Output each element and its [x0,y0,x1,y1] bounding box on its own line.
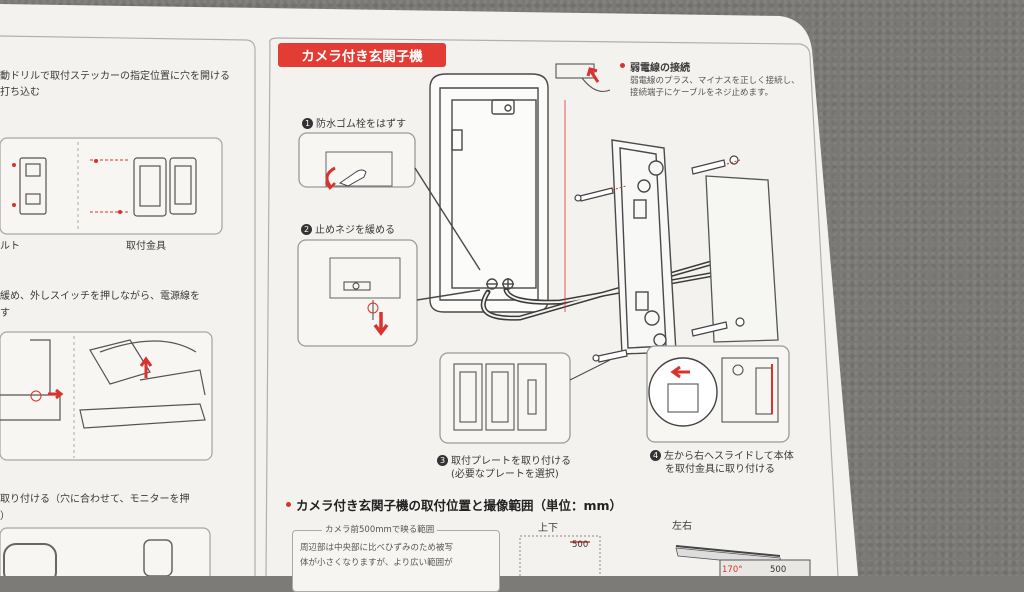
manual-sheet [0,4,858,576]
weak-wire-bullet [620,63,625,68]
range-bullet [286,502,291,507]
step3-sub: (必要なプレートを選択) [451,469,559,480]
left-label-bracket: 取付金具 [126,241,166,252]
dim-500-leftright: 500 [770,565,787,575]
dim-500-updown: 500 [572,540,589,550]
step4-number: 4 [650,450,661,461]
step4-text: 左から右へスライドして本体 [664,451,794,462]
left-step-drill-2: 打ち込む [0,87,40,98]
weak-wire-title-text: 弱電線の接続 [630,63,690,74]
range-title: カメラ付き玄関子機の取付位置と撮像範囲（単位：mm） [286,498,623,513]
left-step-attach-2: ） [0,511,10,522]
weak-wire-desc-1: 弱電線のプラス、マイナスを正しく接続し、 [630,76,800,86]
left-label-bolt: ルト [0,241,20,252]
step1-number: 1 [302,118,313,129]
range-note-line-2: 体が小さくなりますが、より広い範囲が [300,558,453,568]
range-note-line-1: 周辺部は中央部に比べひずみのため被写 [300,543,454,553]
left-step-release-2: す [0,308,10,319]
step2-text: 止めネジを緩める [315,225,395,236]
label-leftright: 左右 [672,521,692,532]
left-step-drill: 動ドリルで取付ステッカーの指定位置に穴を開ける [0,71,230,82]
left-step-release: 緩め、外しスイッチを押しながら、電源線を [0,291,200,302]
label-updown: 上下 [538,523,558,534]
step4-sub: を取付金具に取り付ける [665,464,775,475]
dim-170-angle: 170° [722,565,743,575]
step3-number: 3 [437,455,448,466]
range-title-text: カメラ付き玄関子機の取付位置と撮像範囲（単位：mm） [296,498,623,513]
left-step-attach: 取り付ける（穴に合わせて、モニターを押 [0,494,190,505]
step3-text: 取付プレートを取り付ける [451,456,571,467]
step1-text: 防水ゴム栓をはずす [316,119,406,130]
range-note-title: カメラ前500mmで映る範囲 [322,526,438,535]
weak-wire-desc-2: 接続端子にケーブルをネジ止めます。 [630,88,774,98]
section-title-badge: カメラ付き玄関子機 [278,43,446,67]
weak-wire-title: 弱電線の接続 [620,63,690,74]
step2-number: 2 [301,224,312,235]
